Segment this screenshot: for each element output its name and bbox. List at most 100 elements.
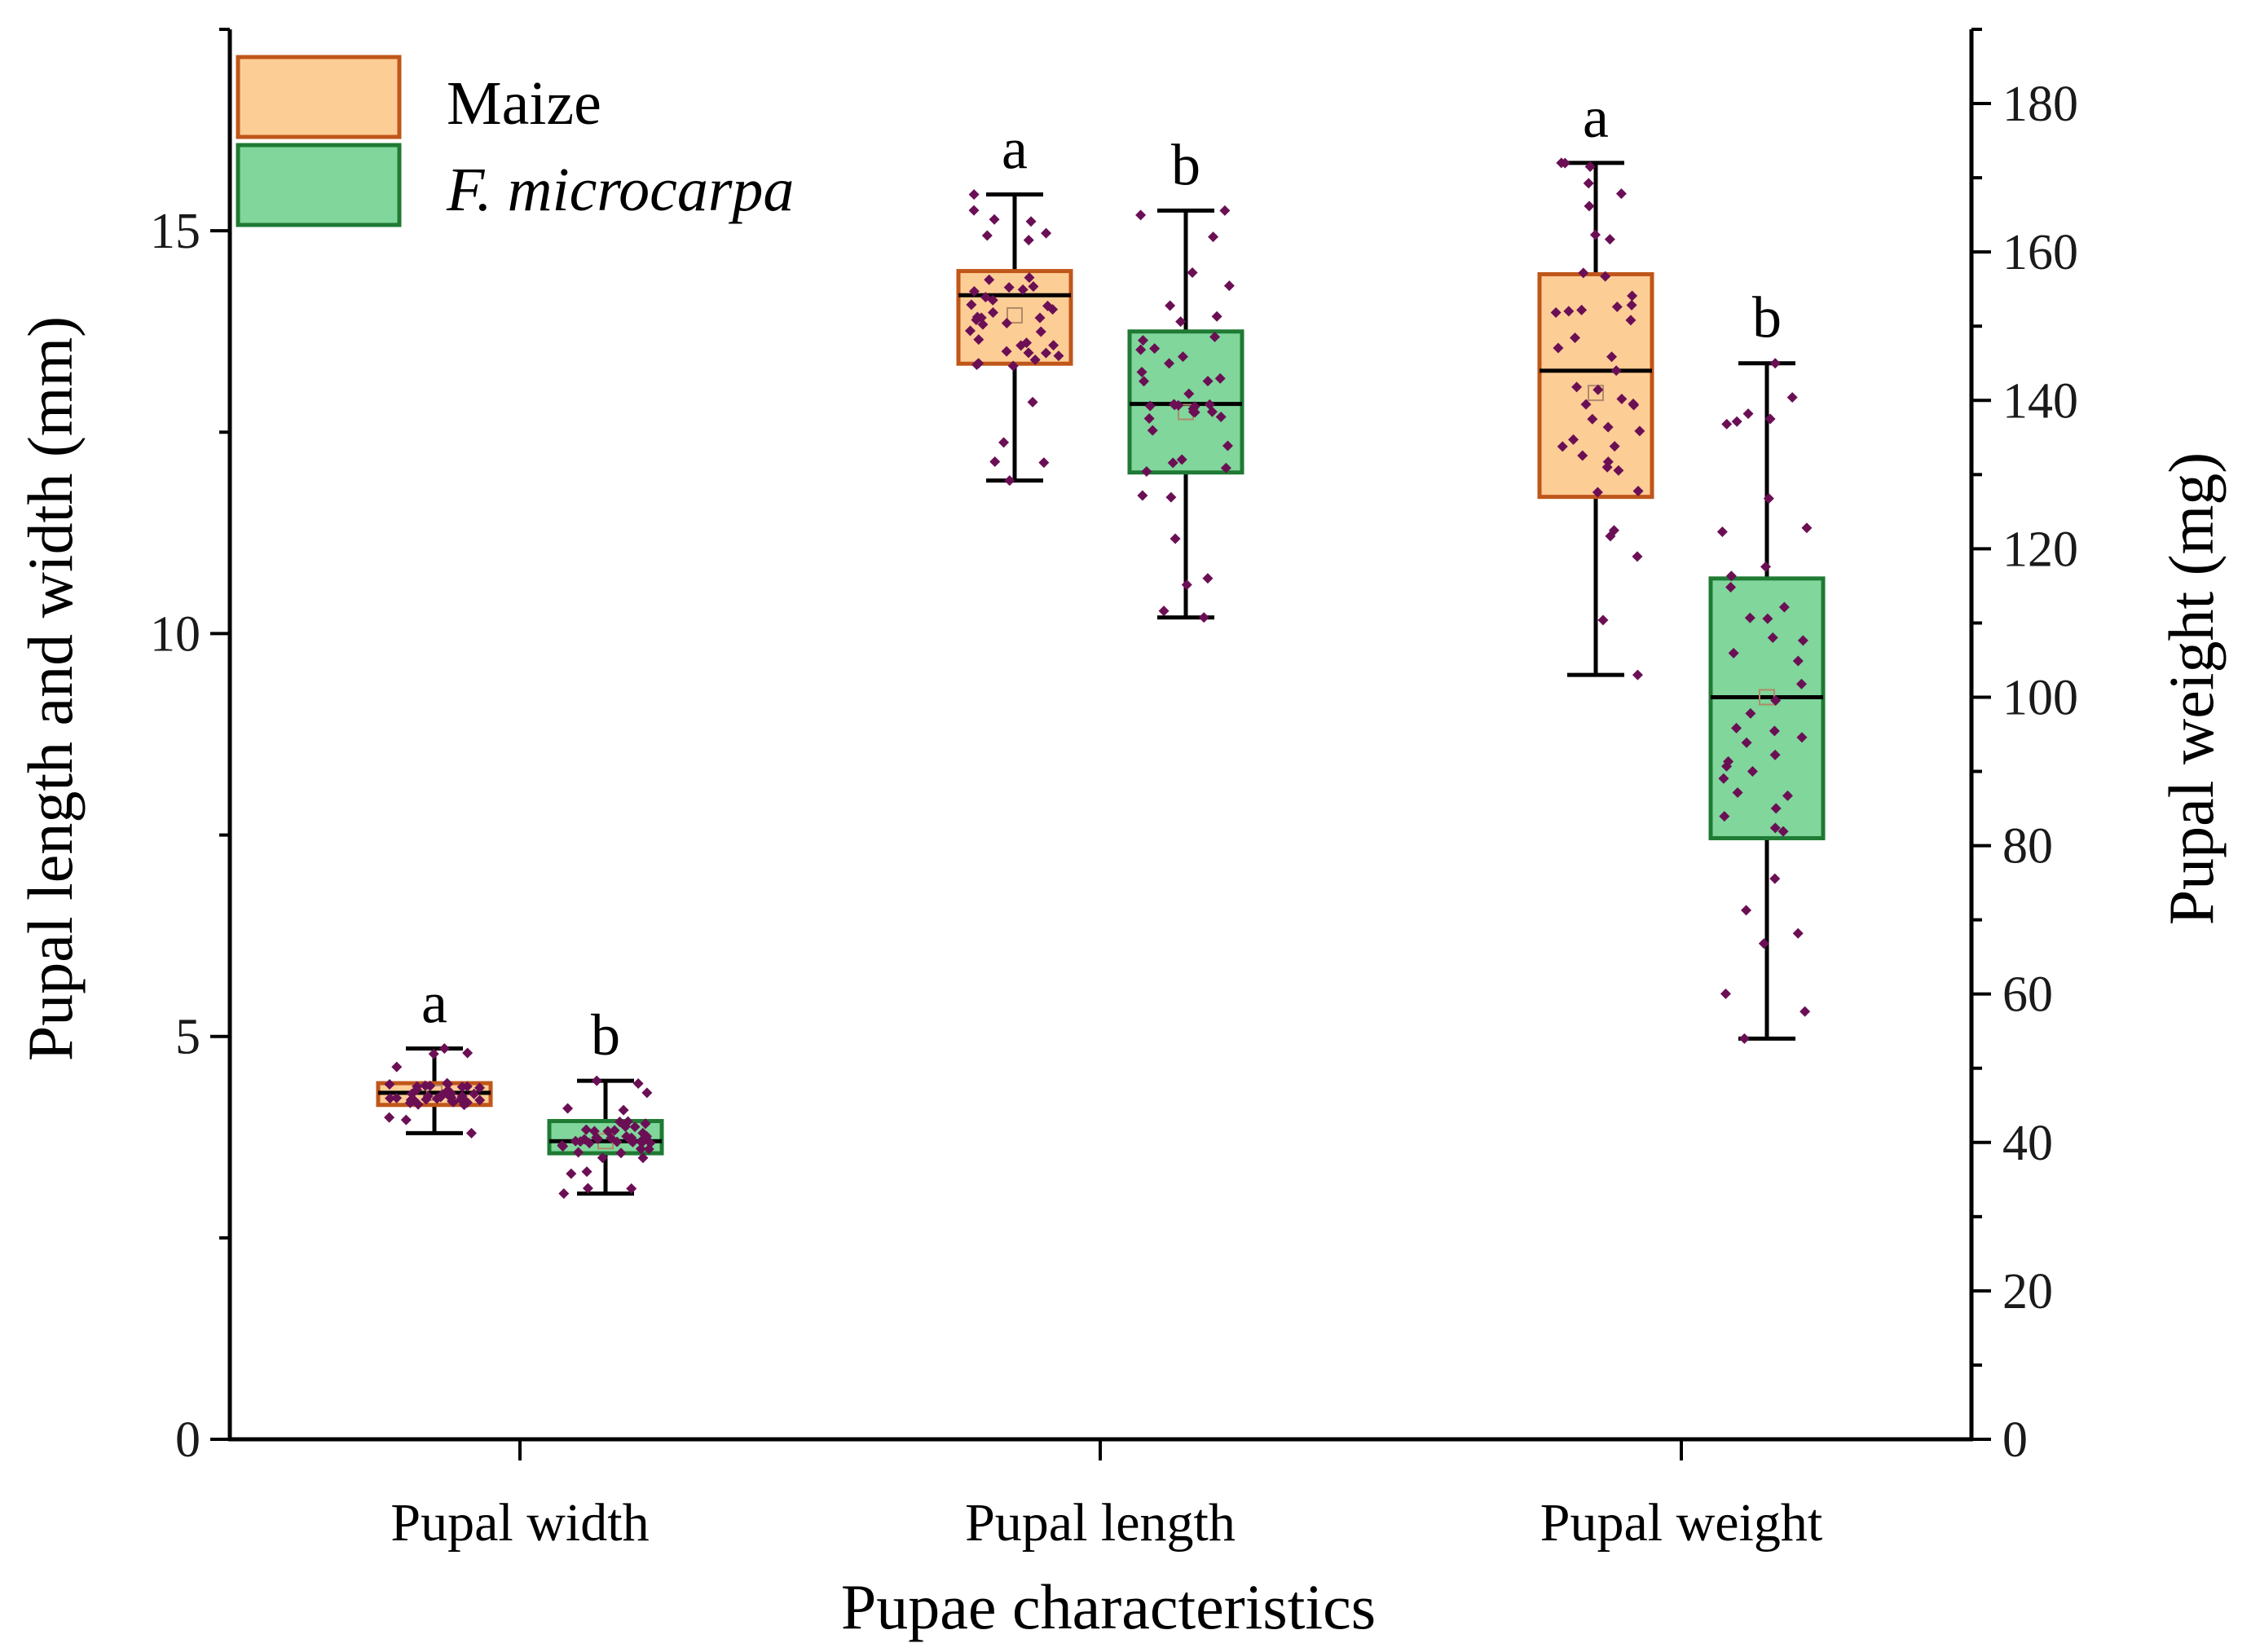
- legend-label-f-microcarpa: F. microcarpa: [446, 156, 794, 224]
- data-point: [1173, 399, 1184, 411]
- data-point: [1732, 787, 1743, 799]
- data-point: [625, 1134, 637, 1146]
- data-point: [977, 319, 989, 330]
- data-point: [1770, 803, 1782, 814]
- data-point: [1135, 344, 1147, 355]
- data-point: [1137, 490, 1148, 501]
- data-point: [1782, 790, 1793, 801]
- right-tick-label: 140: [2002, 373, 2078, 429]
- data-point: [1584, 200, 1595, 212]
- data-point: [1149, 343, 1161, 355]
- data-point: [1028, 281, 1039, 293]
- data-point: [1176, 454, 1187, 465]
- data-point: [1767, 632, 1778, 643]
- data-point: [1025, 216, 1037, 227]
- data-point: [474, 1095, 486, 1106]
- data-point: [1038, 457, 1050, 469]
- points-layer: [384, 157, 1813, 1199]
- data-point: [1769, 749, 1781, 760]
- data-point: [588, 1126, 600, 1137]
- mean-marker: [1588, 385, 1604, 402]
- legend-swatch-f-microcarpa: [236, 143, 402, 227]
- data-point: [1786, 392, 1798, 403]
- data-point: [1769, 822, 1781, 834]
- data-point: [1795, 678, 1807, 689]
- data-point: [442, 1078, 453, 1090]
- data-point: [1716, 526, 1728, 538]
- data-point: [597, 1152, 608, 1164]
- data-point: [602, 1126, 614, 1137]
- data-point: [584, 1138, 595, 1149]
- data-point: [1592, 487, 1603, 498]
- right-tick-label: 60: [2002, 967, 2053, 1023]
- data-point: [1627, 290, 1638, 302]
- data-point: [1606, 351, 1618, 363]
- data-point: [1139, 376, 1150, 387]
- data-point: [1589, 229, 1601, 240]
- data-point: [1034, 312, 1046, 324]
- data-point: [1764, 413, 1776, 425]
- data-point: [964, 325, 976, 337]
- data-point: [1721, 418, 1733, 430]
- data-point: [581, 1166, 592, 1178]
- data-point: [566, 1168, 577, 1179]
- data-point: [1578, 267, 1589, 279]
- data-point: [1747, 765, 1758, 777]
- data-point: [425, 1080, 436, 1091]
- data-point: [622, 1116, 633, 1127]
- legend-swatch-maize: [236, 55, 402, 139]
- data-point: [1777, 826, 1789, 837]
- data-point: [1792, 655, 1804, 667]
- data-point: [1769, 358, 1781, 369]
- data-point: [1718, 773, 1729, 784]
- data-point: [1731, 722, 1742, 733]
- data-point: [1796, 732, 1808, 743]
- data-point: [456, 1093, 467, 1104]
- data-point: [428, 1048, 439, 1059]
- data-point: [1725, 581, 1737, 593]
- data-point: [1797, 635, 1808, 646]
- data-point: [462, 1047, 474, 1059]
- data-point: [614, 1117, 625, 1128]
- data-point: [1553, 342, 1564, 354]
- data-point: [1632, 669, 1643, 681]
- data-point: [1725, 570, 1737, 582]
- data-point: [1597, 615, 1609, 626]
- data-point: [1187, 267, 1198, 279]
- data-point: [1170, 533, 1181, 544]
- data-point: [1007, 360, 1019, 372]
- data-point: [474, 1082, 485, 1094]
- data-point: [998, 437, 1010, 448]
- right-tick-label: 180: [2002, 77, 2078, 132]
- data-point: [557, 1139, 568, 1151]
- data-point: [1625, 315, 1636, 326]
- data-point: [1613, 465, 1624, 476]
- data-point: [582, 1183, 593, 1194]
- data-point: [626, 1183, 637, 1194]
- data-point: [1600, 271, 1611, 282]
- significance-letter: b: [1752, 285, 1782, 350]
- data-point: [980, 292, 991, 303]
- mean-marker: [1007, 306, 1023, 324]
- data-point: [1222, 440, 1233, 452]
- data-point: [1608, 525, 1619, 536]
- data-point: [1592, 384, 1604, 395]
- data-point: [1214, 372, 1226, 384]
- right-tick-label: 80: [2002, 819, 2053, 874]
- data-point: [1198, 612, 1209, 623]
- data-point: [1583, 178, 1594, 189]
- data-point: [1165, 300, 1176, 311]
- data-point: [384, 1112, 395, 1123]
- data-point: [1577, 450, 1588, 461]
- data-point: [1769, 873, 1781, 884]
- data-point: [1165, 491, 1177, 503]
- left-tick-label: 0: [175, 1412, 200, 1468]
- data-point: [1041, 227, 1052, 239]
- data-point: [1580, 399, 1592, 410]
- data-point: [1220, 462, 1231, 474]
- data-point: [1611, 301, 1623, 312]
- data-point: [609, 1125, 620, 1136]
- data-point: [1792, 927, 1804, 939]
